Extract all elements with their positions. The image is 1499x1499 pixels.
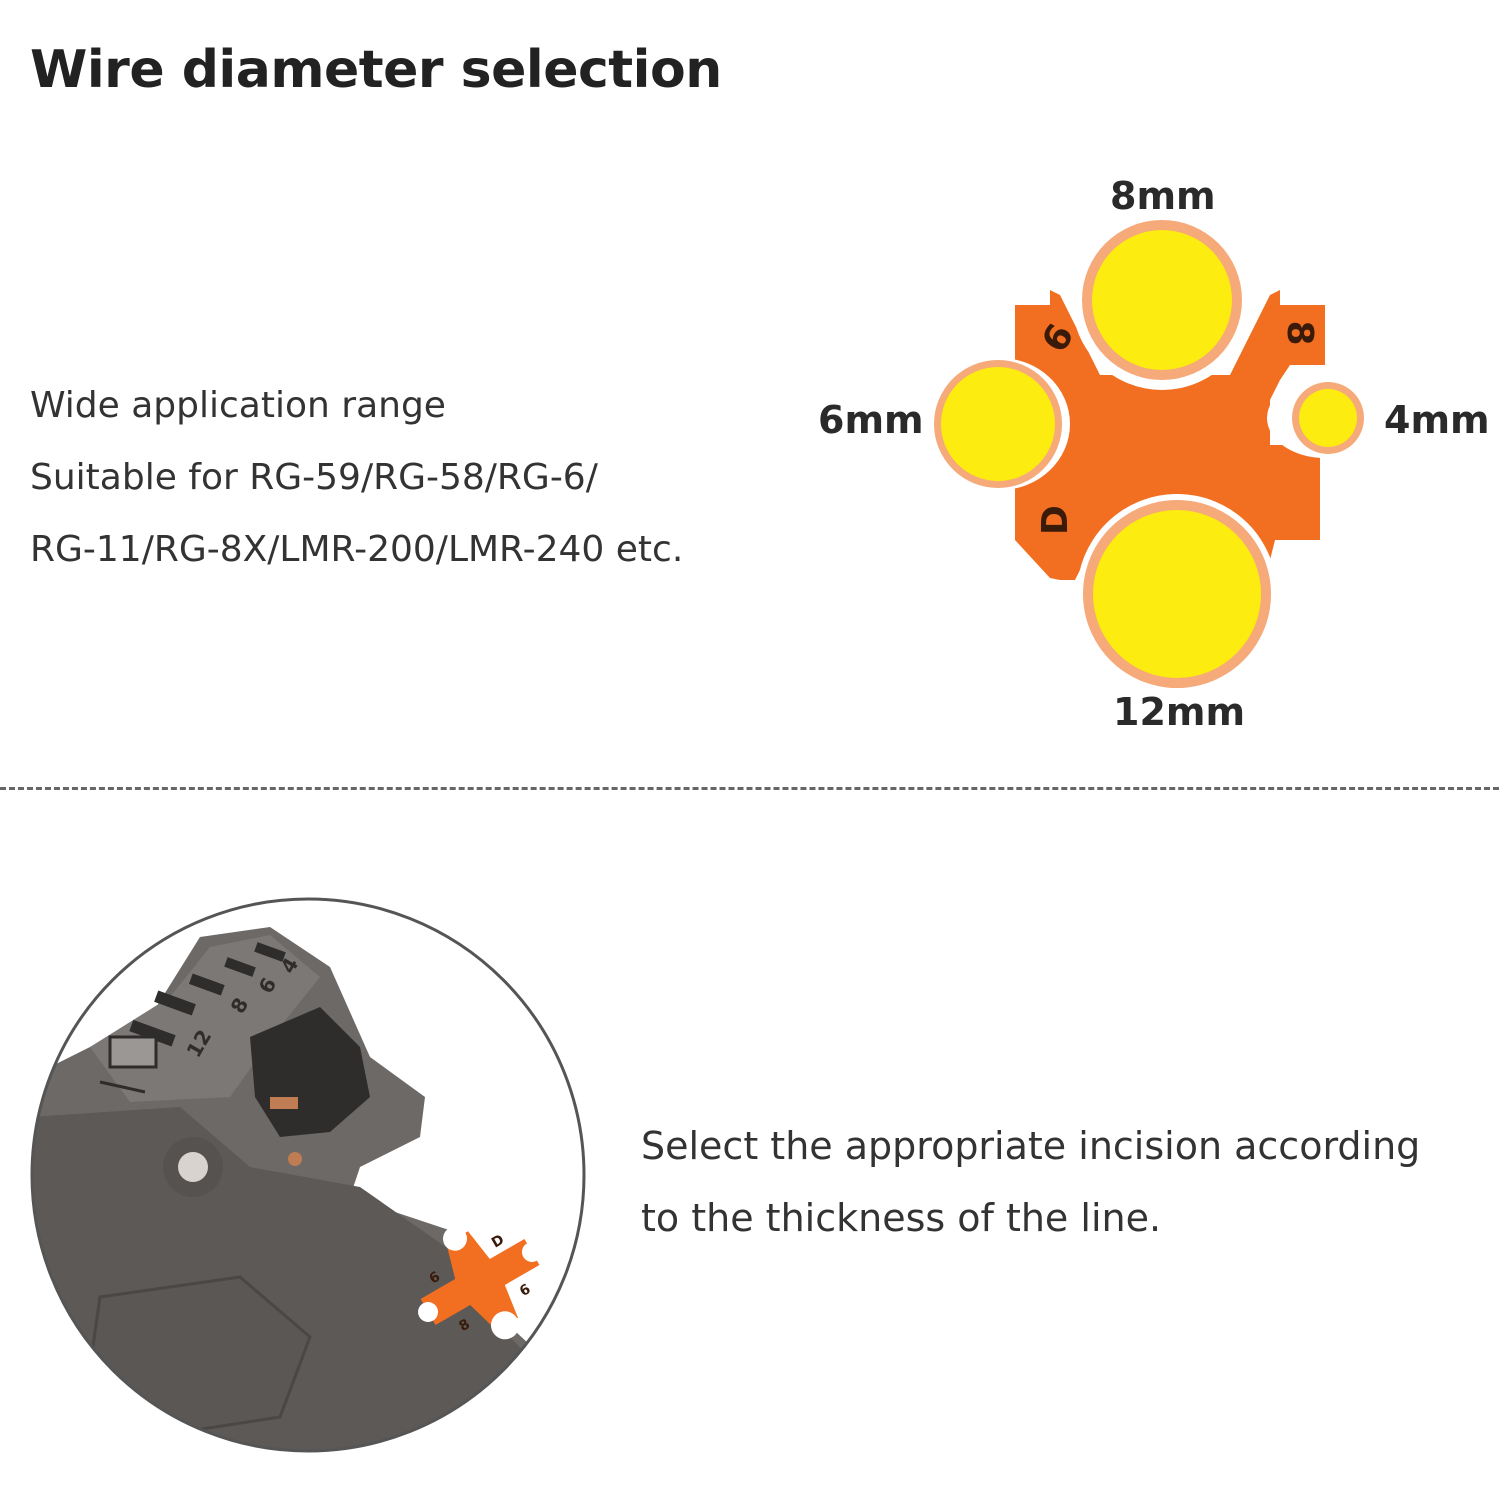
scale-bar <box>154 990 196 1016</box>
stripper-illustration: 4 6 8 12 6 D 6 8 <box>30 897 586 1453</box>
hole-8mm <box>1092 230 1232 370</box>
description: Wide application range Suitable for RG-5… <box>30 370 683 586</box>
caption: Select the appropriate incision accordin… <box>641 1110 1420 1254</box>
caption-line: Select the appropriate incision accordin… <box>641 1124 1421 1168</box>
description-line: RG-11/RG-8X/LMR-200/LMR-240 etc. <box>30 529 684 570</box>
pivot-screw-head <box>178 1152 208 1182</box>
cutter-pin <box>288 1152 302 1166</box>
photo-frame <box>30 897 586 1453</box>
description-line: Suitable for RG-59/RG-58/RG-6/ <box>30 457 598 498</box>
label-4mm: 4mm <box>1384 398 1490 442</box>
blade-body <box>1015 290 1325 580</box>
caption-line: to the thickness of the line. <box>641 1196 1162 1240</box>
hole-6mm <box>941 367 1055 481</box>
blade-mark-d: D <box>1035 505 1076 535</box>
section-divider <box>0 787 1499 790</box>
description-line: Wide application range <box>30 385 446 426</box>
scale-bar <box>224 957 256 977</box>
scale-bar <box>188 973 225 996</box>
arrow-icon <box>99 1080 146 1094</box>
cutter-blade <box>270 1097 298 1109</box>
scale-bar <box>254 942 286 962</box>
blade-accessory: 6 D 6 8 <box>418 1226 542 1340</box>
hole-4mm <box>1299 389 1357 447</box>
blade-mark-8: 8 <box>1279 320 1320 345</box>
page-title: Wire diameter selection <box>30 40 722 100</box>
scale-bar <box>129 1019 176 1047</box>
blade-diagram-graphic: 6 8 D <box>930 210 1383 694</box>
label-12mm: 12mm <box>1113 690 1246 734</box>
stripper-photo: 4 6 8 12 6 D 6 8 <box>30 897 586 1453</box>
label-6mm: 6mm <box>818 398 924 442</box>
hole-12mm <box>1093 510 1261 678</box>
label-8mm: 8mm <box>1110 174 1216 218</box>
cable-icon <box>108 1035 158 1069</box>
blade-diagram: 6 8 D 8mm 6mm 4mm 12mm <box>800 160 1499 760</box>
